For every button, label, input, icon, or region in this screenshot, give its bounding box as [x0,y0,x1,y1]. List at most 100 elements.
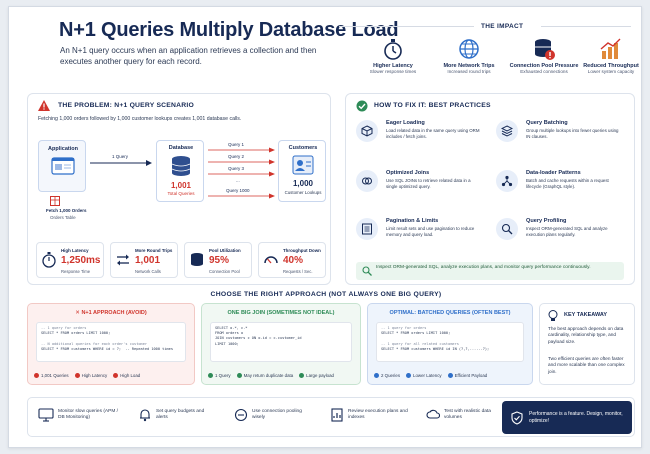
magnifier-icon [496,218,518,240]
tag: High Latency [74,373,108,378]
approach-batched: OPTIMAL: BATCHED QUERIES (OFTEN BEST) --… [367,303,533,385]
list-icon [356,218,378,240]
arrow-icon [90,160,152,166]
metric-sub: Response Time [61,269,91,274]
round-trip-icon [117,254,129,266]
code-line: SELECT * FROM orders LIMIT 1000; [41,331,111,336]
approach-join-title: ONE BIG JOIN (SOMETIMES NOT IDEAL) [227,310,335,316]
fix-item-title: Query Profiling [526,218,567,224]
takeaway-p1: The best approach depends on data cardin… [548,326,624,344]
approach-n1: ✕ N+1 APPROACH (AVOID) -- 1 query for or… [27,303,195,385]
tag-dot-icon [74,373,80,378]
fix-item-title: Query Batching [526,120,568,126]
code-line: SELECT o.*, c.* [215,326,248,330]
metric-value: 1,250ms [61,255,101,266]
problem-desc: Fetching 1,000 orders followed by 1,000 … [38,116,242,122]
tag: Lower Latency [406,373,442,378]
bell-icon [140,409,150,422]
impact-sub: Lower system capacity [587,69,635,74]
tag: High Load [113,373,140,378]
approach-n1-title: ✕ N+1 APPROACH (AVOID) [75,310,147,316]
bottom-bar: Monitor slow queries (APM / DB Monitorin… [27,397,635,437]
code-line: LIMIT 1000; [215,341,239,346]
query-label: Query 1000 [226,188,250,193]
customer-card-icon [292,155,314,175]
globe-icon [459,39,479,59]
database-label: Database [168,145,194,151]
fetch-label: Fetch 1,000 Orders [46,208,87,213]
fix-item-desc: Load related data in the same query usin… [386,128,480,139]
impact-network: More Network Trips Increased round trips [433,37,505,74]
tag: 2 Queries [374,373,400,378]
takeaway-p2: Two efficient queries are often faster a… [548,356,625,374]
metric-label: High Latency [61,248,89,253]
total-queries-value: 1,001 [170,181,192,190]
metric-card: High Latency 1,250ms Response Time [36,242,104,278]
impact-throughput: Reduced Throughput Lower system capacity [575,37,647,74]
application-label: Application [48,146,78,152]
tag-label: High Latency [81,373,108,378]
fix-item-title: Optimized Joins [386,170,430,176]
impact-pool: Connection Pool Pressure Exhausted conne… [508,37,580,74]
code-line: FROM orders o [215,331,244,336]
stopwatch-icon [384,39,402,60]
tag-label: Large payload [306,373,335,378]
gauge-icon [264,256,278,264]
bottom-item-label: Test with realistic data volumes [444,408,491,421]
fix-section: HOW TO FIX IT: BEST PRACTICES Eager Load… [345,93,635,285]
batched-tags: 2 Queries Lower Latency Efficient Payloa… [374,373,528,378]
bottom-item-label: Set query budgets and alerts [156,408,205,421]
tag-dot-icon [236,373,242,378]
impact-label: More Network Trips [443,63,495,69]
metric-card: More Round Trips 1,001 Network Calls [110,242,178,278]
customers-panel: Customers 1,000 Customer Lookups [278,140,326,202]
fix-banner: Inspect ORM-generated SQL, analyze execu… [356,262,624,280]
problem-title: THE PROBLEM: N+1 QUERY SCENARIO [58,102,194,109]
tag: 1 Query [208,373,231,378]
fix-item-desc: Use SQL JOINs to retrieve related data i… [386,178,471,189]
code-line: -- 1 query for orders [41,326,87,330]
fix-item-desc: Limit result sets and use pagination to … [386,226,475,237]
pool-icon [191,253,203,266]
bottom-item-label: Monitor slow queries (APM / DB Monitorin… [58,408,118,421]
divider [339,26,474,27]
query-label: ... [236,178,240,183]
approach-n1-title-text: N+1 APPROACH (AVOID) [81,310,147,316]
database-warning-icon [535,39,555,60]
lookups-value: 1,000 [292,179,314,188]
tag: 1,001 Queries [34,373,69,378]
join-code-block: SELECT o.*, c.* FROM orders o JOIN custo… [210,322,352,362]
bottom-item: Use connection pooling wisely [234,408,314,422]
tag-label: 1 Query [215,373,231,378]
callout-text: Performance is a feature. Design, monito… [529,410,623,424]
metric-sub: Network Calls [135,269,161,274]
one-query-label: 1 Query [112,154,129,159]
stopwatch-icon [42,252,56,268]
layers-icon [496,120,518,142]
query-label: Query 1 [228,142,245,147]
metric-card: Throughput Down 40% Requests / Sec. [258,242,326,278]
fix-item-desc: Inspect ORM-generated SQL and analyze ex… [526,226,608,237]
impact-title: THE IMPACT [481,23,524,30]
impact-sub: Exhausted connections [520,69,568,74]
tag-dot-icon [113,373,119,378]
database-icon [171,156,191,176]
fix-banner-text: Inspect ORM-generated SQL, analyze execu… [376,265,591,270]
infographic-page: N+1 Queries Multiply Database Load An N+… [8,6,642,448]
metric-label: More Round Trips [135,248,173,253]
document-chart-icon [331,408,343,422]
tag-dot-icon [34,373,39,378]
shield-check-icon [511,410,523,425]
metric-sub: Requests / Sec. [283,269,313,274]
batched-code-block: -- 1 query for orders SELECT * FROM orde… [376,322,524,362]
tag-dot-icon [406,373,412,378]
code-line: -- 1 query for all related customers [381,341,459,346]
tag-dot-icon [447,373,453,378]
metric-value: 40% [283,255,304,266]
customers-label: Customers [288,145,318,151]
graph-nodes-icon [496,170,518,192]
fix-item-desc: Batch and cache requests within a reques… [526,178,609,189]
total-queries-label: Total Queries [167,191,195,196]
check-circle-icon [356,100,368,112]
tag-dot-icon [374,373,379,378]
